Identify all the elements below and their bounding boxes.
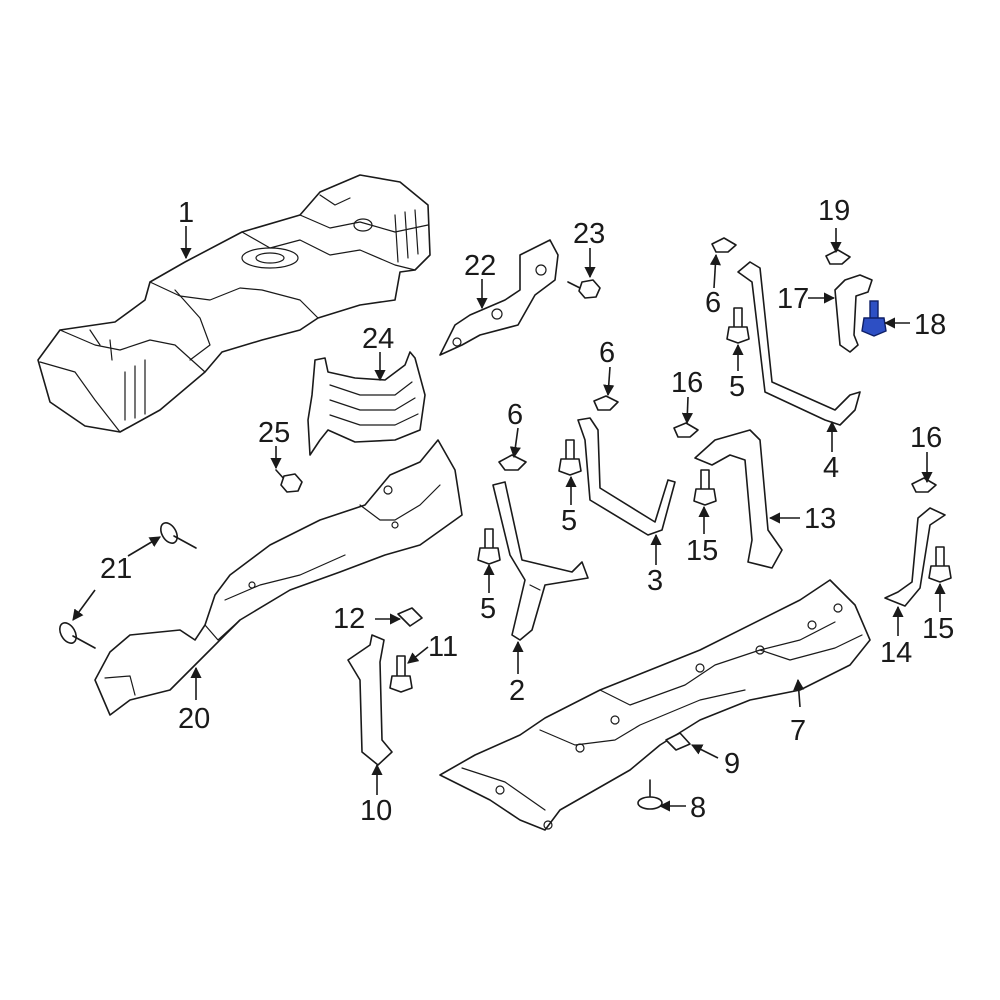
bolt-25[interactable] bbox=[275, 469, 303, 493]
clip-19[interactable] bbox=[825, 249, 851, 265]
tank-strap-3[interactable] bbox=[577, 417, 676, 536]
bolt-23[interactable] bbox=[567, 279, 601, 299]
callout-20: 20 bbox=[178, 703, 210, 735]
stud-8[interactable] bbox=[637, 779, 663, 810]
callout-6-c: 6 bbox=[705, 287, 721, 319]
bolt-5-b[interactable] bbox=[558, 439, 582, 476]
tank-strap-2[interactable] bbox=[492, 481, 589, 641]
skid-plate-7[interactable] bbox=[439, 579, 871, 831]
callout-17: 17 bbox=[777, 283, 809, 315]
callout-12: 12 bbox=[333, 603, 365, 635]
tank-strap-14[interactable] bbox=[884, 507, 946, 607]
clip-16-a[interactable] bbox=[673, 422, 699, 438]
bolt-15-a[interactable] bbox=[693, 469, 717, 506]
callout-8: 8 bbox=[690, 792, 706, 824]
callout-16-b: 16 bbox=[910, 422, 942, 454]
tank-strap-13[interactable] bbox=[694, 429, 783, 569]
callout-5-c: 5 bbox=[729, 371, 745, 403]
clip-16-b[interactable] bbox=[911, 477, 937, 493]
callout-11: 11 bbox=[428, 631, 458, 663]
stud-21-upper[interactable] bbox=[157, 520, 197, 549]
clip-12[interactable] bbox=[397, 607, 423, 627]
callout-23: 23 bbox=[573, 218, 605, 250]
bolt-18-highlighted[interactable] bbox=[861, 300, 887, 337]
bracket-10[interactable] bbox=[347, 634, 393, 766]
callout-2: 2 bbox=[509, 675, 525, 707]
callout-15-a: 15 bbox=[686, 535, 718, 567]
callout-4: 4 bbox=[823, 452, 839, 484]
bolt-5-a[interactable] bbox=[477, 528, 501, 565]
tank-strap-4[interactable] bbox=[737, 261, 861, 426]
clip-6-a[interactable] bbox=[498, 454, 527, 471]
callout-16-a: 16 bbox=[671, 367, 703, 399]
callout-6-a: 6 bbox=[507, 399, 523, 431]
callout-6-b: 6 bbox=[599, 337, 615, 369]
callout-22: 22 bbox=[464, 250, 496, 282]
bolt-15-b[interactable] bbox=[928, 546, 952, 583]
callout-10: 10 bbox=[360, 795, 392, 827]
callout-15-b: 15 bbox=[922, 613, 954, 645]
bolt-5-c[interactable] bbox=[726, 307, 750, 344]
callout-5-a: 5 bbox=[480, 593, 496, 625]
callout-24: 24 bbox=[362, 323, 394, 355]
clip-6-c[interactable] bbox=[711, 237, 737, 253]
heat-shield-24[interactable] bbox=[307, 351, 426, 456]
callout-25: 25 bbox=[258, 417, 290, 449]
callout-13: 13 bbox=[804, 503, 836, 535]
clip-6-b[interactable] bbox=[593, 395, 619, 411]
bracket-17[interactable] bbox=[834, 274, 873, 353]
callout-21: 21 bbox=[100, 553, 132, 585]
stud-21-lower[interactable] bbox=[56, 620, 96, 649]
callout-labels: 1 22 23 24 25 20 21 12 11 10 2 6 6 6 5 5… bbox=[100, 195, 954, 827]
callout-9: 9 bbox=[724, 748, 740, 780]
fuel-tank[interactable] bbox=[37, 174, 431, 433]
bolt-11[interactable] bbox=[389, 655, 413, 693]
callout-7: 7 bbox=[790, 715, 806, 747]
callout-1: 1 bbox=[178, 197, 194, 229]
shield-20[interactable] bbox=[94, 439, 463, 716]
callout-18: 18 bbox=[914, 309, 946, 341]
callout-3: 3 bbox=[647, 565, 663, 597]
callout-14: 14 bbox=[880, 637, 912, 669]
clip-9[interactable] bbox=[665, 732, 691, 751]
leader-lines bbox=[72, 226, 946, 812]
callout-5-b: 5 bbox=[561, 505, 577, 537]
callout-19: 19 bbox=[818, 195, 850, 227]
tank-bracket-22[interactable] bbox=[439, 239, 559, 356]
